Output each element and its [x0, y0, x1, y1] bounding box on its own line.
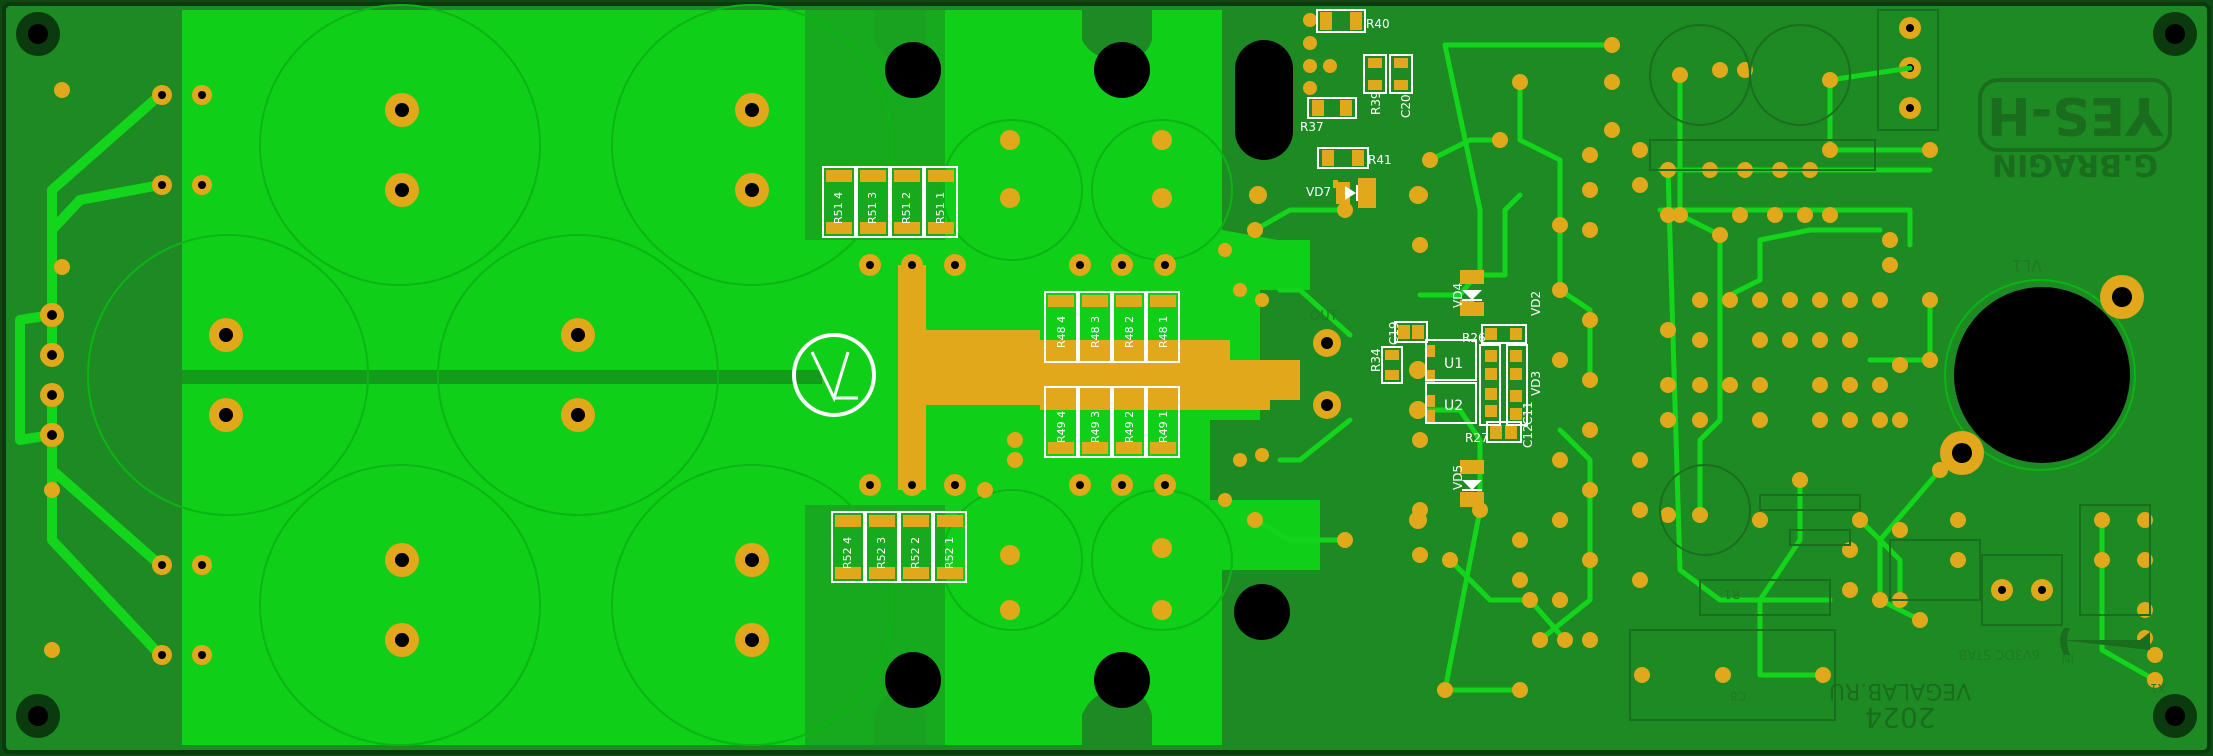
small-component-labels: R40 R39 C20 R37 R41 VD7 VD4 VD2 VD3 VD5 …	[1300, 17, 1543, 490]
label-r39: R39	[1369, 91, 1383, 115]
left-traces	[15, 90, 165, 660]
label-r26: R26	[1462, 331, 1486, 345]
label-r482: R48 2	[1123, 316, 1136, 348]
label-r524: R52 4	[841, 537, 854, 569]
label-c20: C20	[1399, 94, 1413, 118]
faint-silkscreen	[1629, 9, 2172, 721]
label-r493: R49 3	[1089, 411, 1102, 443]
small-pads	[40, 17, 2053, 665]
label-r521: R52 1	[943, 537, 956, 569]
label-r514: R51 4	[832, 192, 845, 224]
label-r494: R49 4	[1055, 411, 1068, 443]
faint-r1: R1	[1724, 587, 1740, 601]
label-r522: R52 2	[909, 537, 922, 569]
smd-small	[1307, 9, 1528, 507]
smd-resistors-heatsink	[1044, 291, 1180, 458]
label-r34: R34	[1369, 348, 1383, 372]
faint-texts: VL1 6V3DC STAB X1 R1 C8 OUT IN	[1310, 256, 2166, 703]
vl-logo-icon	[792, 333, 876, 417]
label-c12: C12	[1521, 424, 1535, 448]
label-r27: R27	[1465, 431, 1489, 445]
label-r523: R52 3	[875, 537, 888, 569]
label-u1: U1	[1444, 356, 1463, 372]
label-vd3: VD3	[1529, 371, 1543, 396]
smd-resistors-bottom	[831, 511, 967, 583]
label-r512: R51 2	[900, 192, 913, 224]
capacitor-pads	[209, 93, 769, 657]
driver-pads	[977, 13, 2163, 698]
label-r37: R37	[1300, 120, 1324, 134]
label-r511: R51 1	[934, 192, 947, 224]
brand-author: G.BRAGIN	[1992, 147, 2158, 182]
label-r41: R41	[1368, 153, 1392, 167]
faint-stab: 6V3DC STAB	[1958, 646, 2040, 661]
brand-project: YES-H	[1987, 85, 2164, 145]
faint-vl1: VL1	[2012, 256, 2042, 275]
label-c11: C11	[1521, 401, 1535, 425]
pour-isolation	[182, 10, 945, 745]
component-labels: R51 4 R51 3 R51 2 R51 1 R52 4 R52 3 R52 …	[832, 192, 1170, 569]
faint-x1: X1	[2150, 681, 2166, 695]
label-r40: R40	[1366, 17, 1390, 31]
label-r483: R48 3	[1089, 316, 1102, 348]
faint-out: OUT	[1310, 309, 1338, 324]
label-vd5: VD5	[1451, 465, 1465, 490]
branding: YES-H G.BRAGIN VEGALAB.RU 2024	[1829, 85, 2164, 734]
faint-c8: C8	[1730, 689, 1746, 703]
label-r491: R49 1	[1157, 411, 1170, 443]
smd-resistors-top	[822, 166, 958, 238]
brand-year: 2024	[1864, 701, 1935, 734]
connector-arrow-icon	[2060, 628, 2150, 655]
label-r492: R49 2	[1123, 411, 1136, 443]
label-r481: R48 1	[1157, 316, 1170, 348]
label-vd4: VD4	[1451, 283, 1465, 308]
label-c19: C19	[1387, 321, 1401, 345]
label-vd7: VD7	[1306, 185, 1331, 199]
label-r484: R48 4	[1055, 316, 1068, 348]
mounting-holes	[16, 12, 2197, 738]
label-u2: U2	[1444, 398, 1463, 414]
label-r513: R51 3	[866, 192, 879, 224]
brand-site: VEGALAB.RU	[1829, 678, 1971, 703]
label-vd2: VD2	[1529, 291, 1543, 316]
